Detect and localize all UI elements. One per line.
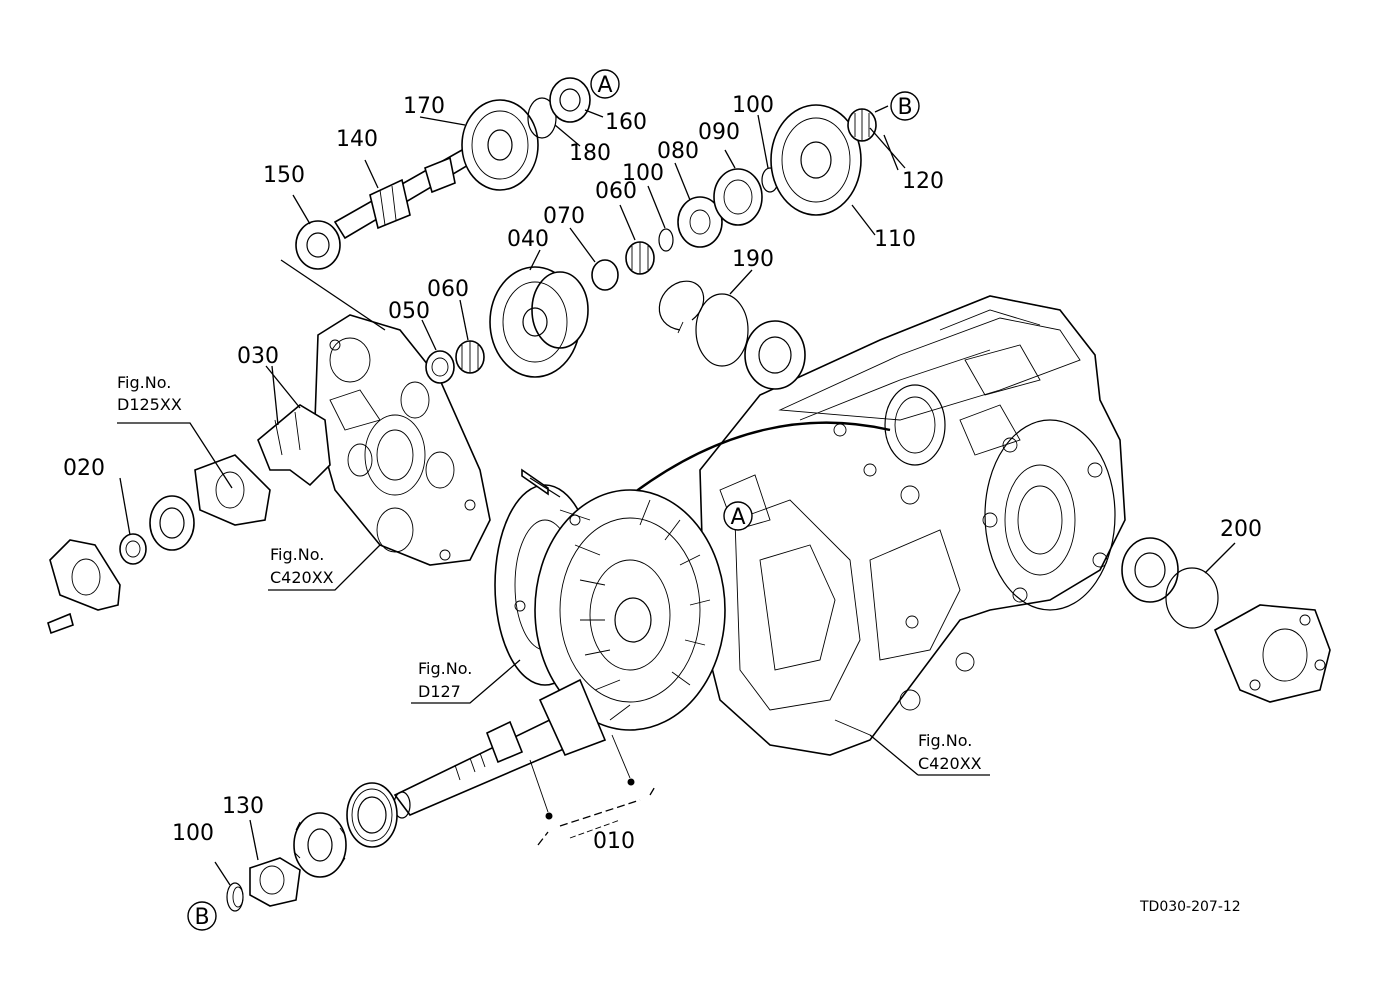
svg-text:Fig.No.: Fig.No. bbox=[270, 545, 324, 564]
part-080-hub bbox=[677, 196, 723, 248]
part-110-gear bbox=[770, 104, 862, 216]
label-100c: 100 bbox=[172, 821, 214, 846]
label-040: 040 bbox=[507, 227, 549, 252]
label-090: 090 bbox=[698, 120, 740, 145]
label-030: 030 bbox=[237, 344, 279, 369]
label-140: 140 bbox=[336, 127, 378, 152]
svg-text:A: A bbox=[730, 505, 745, 530]
marker-a-case: A bbox=[723, 501, 753, 531]
label-020: 020 bbox=[63, 456, 105, 481]
part-030-shift-fork bbox=[257, 404, 331, 487]
svg-text:B: B bbox=[897, 95, 912, 120]
label-120: 120 bbox=[902, 169, 944, 194]
part-050-washer bbox=[425, 350, 455, 384]
part-060-bearing-upper bbox=[625, 241, 655, 275]
svg-text:Fig.No.: Fig.No. bbox=[418, 659, 472, 678]
figure-ref-d127: Fig.No. D127 bbox=[418, 659, 472, 701]
left-small-parts bbox=[47, 454, 271, 635]
svg-text:Fig.No.: Fig.No. bbox=[117, 373, 171, 392]
label-190: 190 bbox=[732, 247, 774, 272]
part-150-bearing bbox=[295, 220, 341, 270]
svg-text:D125XX: D125XX bbox=[117, 395, 182, 414]
part-100-snap-ring-lower bbox=[226, 882, 244, 912]
part-100-snap-ring-mid bbox=[658, 228, 674, 252]
part-120-needle-bearing bbox=[847, 108, 877, 142]
shaft-dot-left bbox=[545, 812, 553, 820]
right-bearing bbox=[1121, 537, 1179, 603]
part-140-shaft bbox=[333, 148, 472, 240]
svg-text:B: B bbox=[194, 905, 209, 930]
svg-text:D127: D127 bbox=[418, 682, 461, 701]
label-110: 110 bbox=[874, 227, 916, 252]
part-200-o-ring bbox=[1165, 567, 1219, 629]
marker-b-top: B bbox=[890, 91, 920, 121]
svg-text:C420XX: C420XX bbox=[270, 568, 334, 587]
label-150: 150 bbox=[263, 163, 305, 188]
part-190-o-ring bbox=[695, 293, 749, 367]
label-050: 050 bbox=[388, 299, 430, 324]
label-080: 080 bbox=[657, 139, 699, 164]
label-180: 180 bbox=[569, 141, 611, 166]
shaft-dot-right bbox=[627, 778, 635, 786]
transmission-case bbox=[699, 295, 1126, 756]
part-number-labels: 010 020 030 040 050 060 060 070 080 090 … bbox=[63, 93, 1262, 854]
part-040-gear bbox=[489, 266, 589, 378]
figure-ref-c420xx-left: Fig.No. C420XX bbox=[270, 545, 334, 587]
svg-text:Fig.No.: Fig.No. bbox=[918, 731, 972, 750]
part-180-ring bbox=[527, 97, 557, 139]
open-snap-ring bbox=[658, 280, 705, 334]
label-160: 160 bbox=[605, 110, 647, 135]
part-090-ring bbox=[713, 168, 763, 226]
svg-text:C420XX: C420XX bbox=[918, 754, 982, 773]
pinion-bearing bbox=[346, 782, 398, 848]
marker-a-top: A bbox=[590, 69, 620, 99]
figure-ref-c420xx-right: Fig.No. C420XX bbox=[918, 731, 982, 773]
part-160-bearing bbox=[549, 77, 591, 123]
part-060-bearing-lower bbox=[455, 340, 485, 374]
route-curve bbox=[634, 421, 891, 493]
label-060b: 060 bbox=[595, 179, 637, 204]
marker-b-bottom: B bbox=[187, 901, 217, 931]
label-130: 130 bbox=[222, 794, 264, 819]
right-coupling bbox=[1213, 604, 1331, 703]
bevel-gear-assembly bbox=[494, 468, 726, 731]
label-200: 200 bbox=[1220, 517, 1262, 542]
label-010: 010 bbox=[593, 829, 635, 854]
label-060a: 060 bbox=[427, 277, 469, 302]
part-130-coupling bbox=[249, 812, 347, 907]
drawing-code: TD030-207-12 bbox=[1139, 899, 1241, 915]
case-bearing-190 bbox=[744, 320, 806, 390]
label-100a: 100 bbox=[732, 93, 774, 118]
leader-lines bbox=[117, 105, 1236, 886]
part-070-sleeve bbox=[591, 259, 619, 291]
part-170-gear bbox=[461, 99, 539, 191]
left-cover-housing bbox=[314, 314, 491, 566]
pinion-shaft bbox=[393, 678, 657, 846]
label-100b: 100 bbox=[622, 161, 664, 186]
figure-ref-d125xx: Fig.No. D125XX bbox=[117, 373, 182, 414]
label-170: 170 bbox=[403, 94, 445, 119]
svg-text:A: A bbox=[597, 73, 612, 98]
label-070: 070 bbox=[543, 204, 585, 229]
